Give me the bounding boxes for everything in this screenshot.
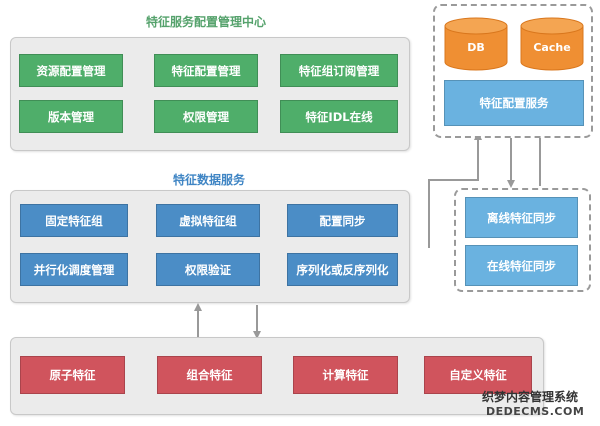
feature-computed: 计算特征 bbox=[293, 356, 398, 394]
online-feature-sync: 在线特征同步 bbox=[465, 245, 578, 286]
watermark-cn: 织梦内容管理系统 bbox=[482, 390, 579, 404]
config-item-version: 版本管理 bbox=[19, 100, 123, 133]
service-item-auth-verify: 权限验证 bbox=[156, 253, 260, 286]
service-item-virtual-group: 虚拟特征组 bbox=[156, 204, 260, 237]
service-item-fixed-group: 固定特征组 bbox=[20, 204, 128, 237]
service-item-parallel-scheduling: 并行化调度管理 bbox=[20, 253, 128, 286]
config-item-resource: 资源配置管理 bbox=[19, 54, 123, 87]
feature-custom: 自定义特征 bbox=[424, 356, 532, 394]
service-item-serialization: 序列化或反序列化 bbox=[287, 253, 398, 286]
offline-feature-sync: 离线特征同步 bbox=[465, 197, 578, 238]
feature-combined: 组合特征 bbox=[157, 356, 262, 394]
feature-atomic: 原子特征 bbox=[20, 356, 125, 394]
cache-label: Cache bbox=[533, 41, 571, 54]
config-item-feature: 特征配置管理 bbox=[154, 54, 258, 87]
db-cylinder: DB bbox=[444, 16, 508, 71]
data-service-title: 特征数据服务 bbox=[173, 173, 246, 187]
watermark-en: DEDECMS.COM bbox=[486, 405, 585, 418]
cache-cylinder: Cache bbox=[520, 16, 584, 71]
feature-config-service: 特征配置服务 bbox=[444, 80, 584, 126]
service-item-config-sync: 配置同步 bbox=[287, 204, 398, 237]
config-item-idl-online: 特征IDL在线 bbox=[280, 100, 398, 133]
db-label: DB bbox=[467, 41, 485, 54]
arrow-data-service-to-config-service bbox=[428, 132, 482, 248]
config-item-permission: 权限管理 bbox=[154, 100, 258, 133]
config-item-group-subscription: 特征组订阅管理 bbox=[280, 54, 398, 87]
config-center-title: 特征服务配置管理中心 bbox=[146, 15, 267, 29]
